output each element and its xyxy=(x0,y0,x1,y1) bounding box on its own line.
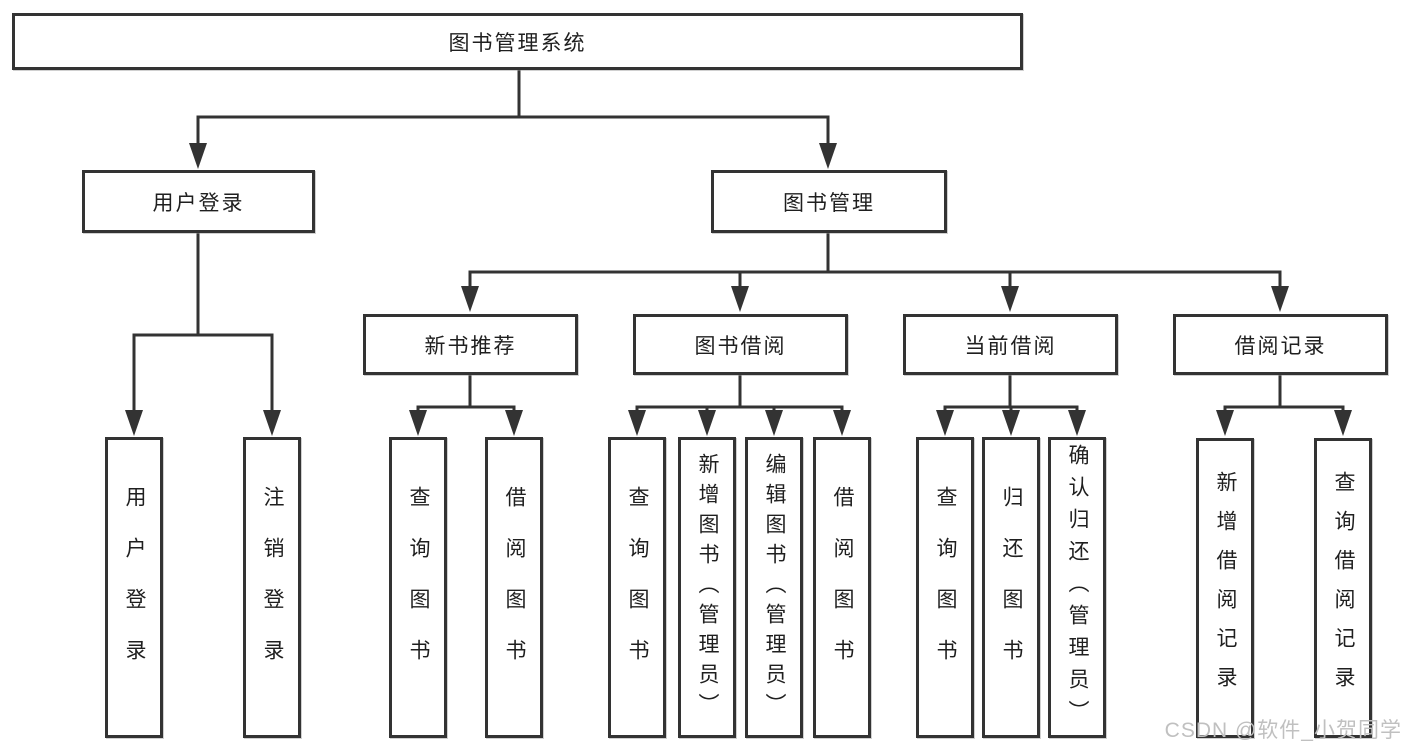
node-book-borrow: 图书借阅 xyxy=(633,314,848,375)
leaf-nb-query-books: 查询图书 xyxy=(389,437,447,738)
leaf-br-add-record: 新增借阅记录 xyxy=(1196,438,1254,738)
node-current-borrow: 当前借阅 xyxy=(903,314,1118,375)
leaf-bb-query-books: 查询图书 xyxy=(608,437,666,738)
node-book-management: 图书管理 xyxy=(711,170,947,233)
leaf-nb-borrow-books: 借阅图书 xyxy=(485,437,543,738)
leaf-br-query-record: 查询借阅记录 xyxy=(1314,438,1372,738)
leaf-cb-query-books: 查询图书 xyxy=(916,437,974,738)
leaf-bb-add-books-admin: 新增图书（管理员） xyxy=(678,437,736,738)
leaf-logout-login: 注销登录 xyxy=(243,437,301,738)
node-root: 图书管理系统 xyxy=(12,13,1023,70)
leaf-cb-return-books: 归还图书 xyxy=(982,437,1040,738)
node-new-book-recommend: 新书推荐 xyxy=(363,314,578,375)
node-borrow-records: 借阅记录 xyxy=(1173,314,1388,375)
leaf-bb-edit-books-admin: 编辑图书（管理员） xyxy=(745,437,803,738)
csdn-watermark: CSDN @软件_小贺同学 xyxy=(1164,719,1402,742)
leaf-bb-borrow-books: 借阅图书 xyxy=(813,437,871,738)
leaf-cb-confirm-return-admin: 确认归还（管理员） xyxy=(1048,437,1106,738)
node-user-login: 用户登录 xyxy=(82,170,315,233)
leaf-user-login: 用户登录 xyxy=(105,437,163,738)
arrowhead-icons xyxy=(125,143,1352,436)
